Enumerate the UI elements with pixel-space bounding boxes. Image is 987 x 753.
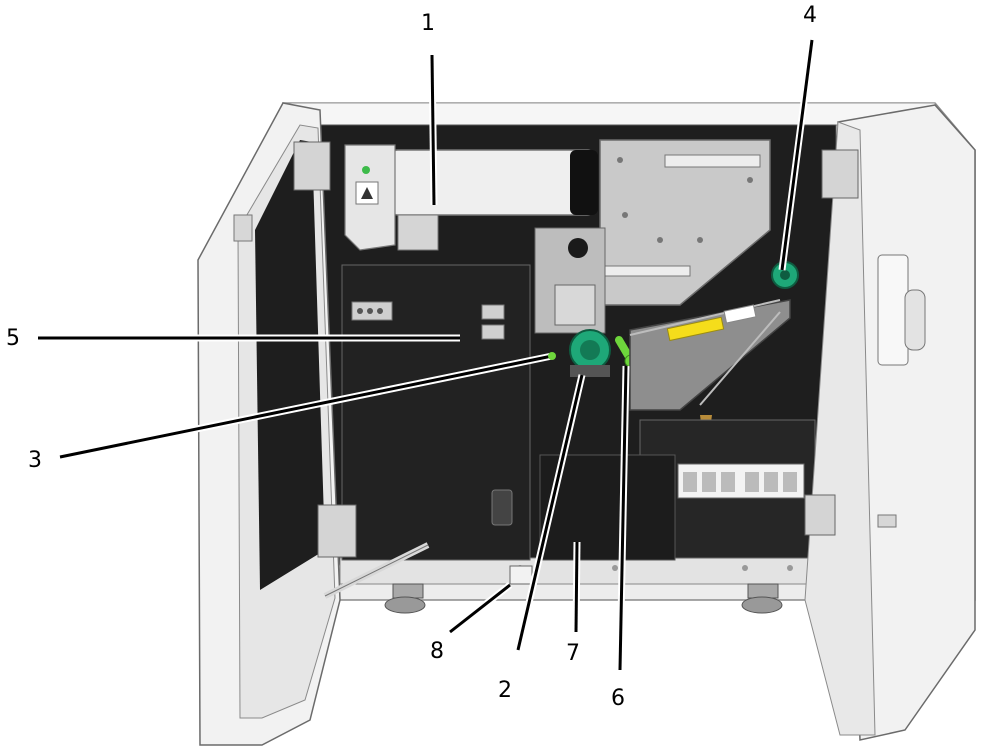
right-door: [804, 104, 976, 741]
door-hinge: [804, 149, 859, 536]
leader-line-2: [516, 374, 584, 651]
callout-numbers: 1 2 3 4 5 6 7 8: [6, 3, 817, 711]
front-latch: [509, 565, 533, 585]
callout-4: 4: [803, 3, 817, 28]
callout-8: 8: [430, 639, 444, 664]
callout-6: 6: [611, 686, 625, 711]
leveling-foot-right: [741, 583, 783, 614]
leveling-foot-left: [384, 583, 426, 614]
callout-1: 1: [421, 11, 435, 36]
leader-line-3: [59, 354, 553, 459]
right-lower-panel: [539, 419, 816, 561]
left-lower-panel: [341, 264, 531, 561]
green-knob: [569, 329, 611, 377]
door-hinge: [293, 141, 357, 558]
leader-line-8: [449, 583, 511, 634]
transport-plate: [534, 139, 771, 334]
left-door: [197, 102, 430, 746]
callout-3: 3: [28, 448, 42, 473]
leader-line-4: [780, 39, 814, 271]
instruction-label: [677, 463, 805, 499]
leader-line-1: [430, 54, 436, 206]
leader-line-7: [574, 541, 579, 633]
leader-line-6: [618, 365, 628, 671]
callout-2: 2: [498, 678, 512, 703]
callout-5: 5: [6, 326, 20, 351]
paper-chute: [629, 261, 799, 430]
callout-7: 7: [566, 641, 580, 666]
leader-lines: [38, 39, 816, 671]
toner-cartridge: [344, 144, 598, 251]
